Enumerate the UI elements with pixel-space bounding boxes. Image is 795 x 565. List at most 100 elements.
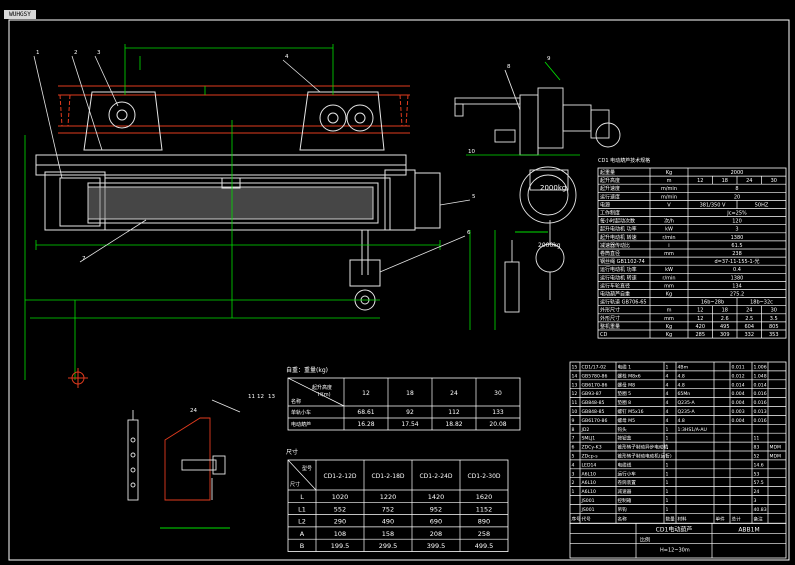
- bom-cell: 11: [572, 400, 578, 406]
- tech-row-value: 3: [735, 227, 738, 233]
- bom-cell: JS001: [581, 498, 595, 504]
- bom-cell: 4: [666, 409, 669, 415]
- dim-value: 1152: [476, 505, 493, 513]
- side-view: [454, 61, 621, 330]
- bom-cell: 4.8: [678, 418, 685, 424]
- bom-cell: JS001: [581, 507, 595, 513]
- bom-cell: 0.016: [754, 418, 767, 424]
- bom-cell: 12: [572, 391, 578, 397]
- rope-drum: [87, 186, 374, 220]
- bom-cell: 14: [572, 373, 578, 379]
- bom-cell: 57.5: [754, 480, 764, 486]
- bom-cell: LED14: [582, 462, 597, 468]
- balloon-label: 4: [285, 54, 289, 60]
- tech-row-value: 50HZ: [755, 202, 769, 208]
- bom-cell: 4Bm: [678, 365, 689, 371]
- weight-corner-row: 名称: [291, 398, 301, 405]
- bom-cell: GB5780-86: [582, 373, 608, 379]
- weight-value: 112: [448, 409, 460, 416]
- bom-cell: 1: [666, 427, 669, 433]
- tech-row-label: 起升电动机 功率: [600, 226, 637, 233]
- dim-value: 752: [382, 505, 394, 513]
- bom-cell: 控制箱: [618, 497, 632, 504]
- bom-cell: Q235-A: [678, 400, 696, 406]
- balloon-label: 9: [547, 56, 551, 62]
- bom-cell: 4: [572, 462, 575, 468]
- weight-height: 30: [494, 390, 502, 397]
- tech-row-value: 120: [732, 219, 742, 225]
- dim-value: 258: [478, 530, 490, 538]
- bom-cell: 4: [666, 391, 669, 397]
- tech-row-value: 3.5: [770, 316, 778, 322]
- dim-value: 499.5: [475, 542, 494, 550]
- bom-cell: MDM: [770, 445, 782, 451]
- weight-row-label: 单轨小车: [291, 409, 311, 416]
- tech-row-label: 起升电动机 转速: [600, 234, 637, 241]
- bom-cell: 螺母 M5: [618, 417, 636, 424]
- tech-row-unit: kW: [665, 267, 673, 273]
- bom-cell: 0.012: [732, 373, 745, 379]
- dim-row-label: L: [300, 493, 304, 501]
- dim-value: 108: [334, 530, 346, 538]
- bom-cell: SMLJ1: [582, 436, 596, 442]
- bom-cell: 0.013: [754, 409, 767, 415]
- bom-cell: 1: [666, 489, 669, 495]
- rail-beam: [58, 85, 410, 134]
- tech-row-value: 24: [746, 308, 752, 314]
- tech-row-value: 24: [746, 178, 752, 184]
- tech-table-title: CD1 电动葫芦技术规格: [598, 157, 650, 164]
- hook-top-weight: 2000kg: [540, 184, 566, 192]
- weight-row-label: 电动葫芦: [291, 421, 311, 428]
- tech-row-label: 起重量: [600, 169, 615, 176]
- tech-row-value: 495: [720, 324, 730, 330]
- bom-cell: 锥形转子制动异步电动机: [618, 444, 669, 451]
- tech-row-value: 30: [771, 308, 777, 314]
- dim-table-title: 尺寸: [286, 448, 298, 456]
- bom-cell: GB848-85: [582, 409, 605, 415]
- bom-header: 总计: [732, 515, 742, 522]
- bom-cell: 7: [572, 436, 575, 442]
- weight-height: 12: [362, 390, 370, 397]
- tech-row-value: 381/350 V: [700, 202, 726, 208]
- tech-row-value: 18: [722, 308, 728, 314]
- dim-value: 290: [334, 518, 346, 526]
- tech-row-value: 18: [722, 178, 728, 184]
- bom-cell: 0.003: [732, 409, 745, 415]
- tech-row-label: 运行车轮直径: [600, 282, 630, 289]
- balloon-label: 10: [468, 149, 475, 155]
- balloon-label: 11: [248, 394, 255, 400]
- tech-row-unit: Kg: [666, 292, 672, 298]
- dim-value: 199.5: [331, 542, 350, 550]
- bom-cell: 电缆线: [618, 461, 632, 468]
- tech-row-value: 353: [769, 332, 779, 338]
- bom-cell: 按钮盒: [618, 435, 632, 442]
- bom-cell: 1: [666, 498, 669, 504]
- bom-cell: 1.048: [754, 373, 767, 379]
- balloon-label: 13: [268, 394, 275, 400]
- bom-cell: 0.014: [754, 382, 767, 388]
- bom-cell: 24: [754, 489, 760, 495]
- tech-row-value: 12: [697, 316, 703, 322]
- dim-model: CD1-2-30D: [467, 473, 500, 480]
- bom-cell: 8: [572, 427, 575, 433]
- bom-header: 材料: [678, 515, 688, 522]
- tech-row-value: 2.5: [745, 316, 753, 322]
- bom-cell: 电缆 1: [618, 364, 632, 371]
- tech-row-label: 运行电动机 功率: [600, 266, 637, 273]
- tech-row-value: 2.6: [721, 316, 729, 322]
- bom-cell: A6L10: [582, 471, 597, 477]
- bom-cell: 1: [572, 489, 575, 495]
- bom-cell: 4: [666, 382, 669, 388]
- dim-value: 208: [430, 530, 442, 538]
- title-product: CD1电动葫芦: [656, 525, 693, 533]
- balloon-label: 2: [74, 50, 78, 56]
- title-scale-label: 比例: [640, 536, 650, 543]
- tech-row-label: 电动葫芦自重: [600, 291, 630, 298]
- bom-cell: 5: [572, 454, 575, 460]
- bom-cell: 6: [572, 445, 575, 451]
- bom-cell: 4: [666, 418, 669, 424]
- bom-cell: 0.014: [732, 382, 745, 388]
- dim-corner: 尺寸: [290, 481, 300, 488]
